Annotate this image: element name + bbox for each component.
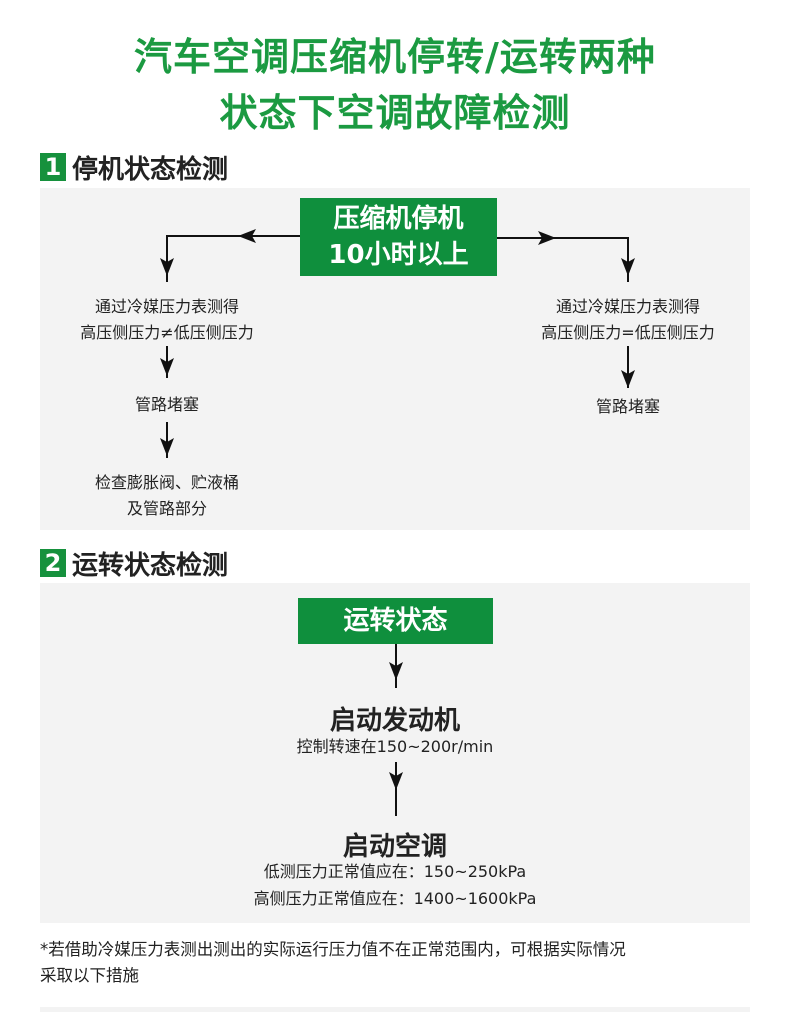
left-condition-1: 通过冷媒压力表测得 <box>94 297 239 316</box>
left-action-2: 及管路部分 <box>126 499 207 518</box>
arrow-down-icon <box>160 258 174 276</box>
arrow-down-icon <box>389 772 403 790</box>
right-condition-1: 通过冷媒压力表测得 <box>555 297 700 316</box>
low-pressure-range: 低测压力正常值应在：150~250kPa <box>263 862 527 881</box>
arrow-down-icon <box>389 662 403 680</box>
left-action-1: 检查膨胀阀、贮液桶 <box>94 473 239 492</box>
running-state-label: 运转状态 <box>343 606 448 636</box>
section1-header: 1 停机状态检测 <box>40 150 229 185</box>
page-title-line1: 汽车空调压缩机停转/运转两种 <box>134 35 656 79</box>
high-pressure-range: 高侧压力正常值应在：1400~1600kPa <box>253 889 537 908</box>
left-result: 管路堵塞 <box>134 395 199 414</box>
arrow-down-icon <box>621 370 635 388</box>
arrow-down-icon <box>621 258 635 276</box>
arrow-down-icon <box>160 358 174 376</box>
section2-header: 2 运转状态检测 <box>40 546 229 581</box>
footnote-line1: *若借助冷媒压力表测出测出的实际运行压力值不在正常范围内，可根据实际情况 <box>40 940 626 959</box>
start-engine-title: 启动发动机 <box>329 706 460 736</box>
start-box-line1: 压缩机停机 <box>333 204 464 234</box>
start-box-line2: 10小时以上 <box>328 240 469 270</box>
section1-number: 1 <box>40 153 66 181</box>
arrow-right-icon <box>538 231 556 245</box>
start-ac-title: 启动空调 <box>342 832 447 862</box>
footnote-line2: 采取以下措施 <box>40 966 139 985</box>
right-result: 管路堵塞 <box>595 397 660 416</box>
running-state-box: 运转状态 <box>298 598 493 644</box>
right-branch-line <box>497 237 629 282</box>
start-engine-detail: 控制转速在150~200r/min <box>296 737 494 756</box>
section2-number: 2 <box>40 549 66 577</box>
arrow-down-icon <box>160 438 174 456</box>
right-condition-2: 高压侧压力=低压侧压力 <box>541 323 715 342</box>
arrow-left-icon <box>238 229 256 243</box>
bottom-divider <box>40 1007 750 1012</box>
page-title-line2: 状态下空调故障检测 <box>219 91 571 135</box>
section2-heading: 运转状态检测 <box>72 550 229 581</box>
compressor-stopped-box: 压缩机停机 10小时以上 <box>300 198 497 276</box>
left-condition-2: 高压侧压力≠低压侧压力 <box>80 323 254 342</box>
section1-heading: 停机状态检测 <box>72 154 229 185</box>
left-branch-line <box>166 235 300 282</box>
